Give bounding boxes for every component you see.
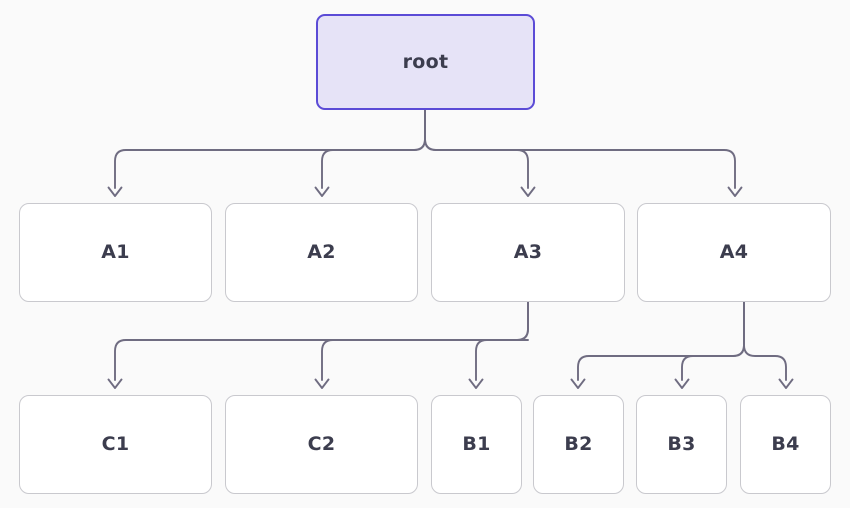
node-b2[interactable]: B2 (533, 395, 624, 494)
edge-root-to-A2 (321, 109, 426, 189)
node-c1[interactable]: C1 (19, 395, 212, 494)
node-b4[interactable]: B4 (740, 395, 831, 494)
node-label-a2: A2 (307, 241, 336, 263)
arrowhead-C2 (314, 378, 330, 389)
arrowhead-B2 (570, 378, 586, 389)
arrowhead-B1 (468, 378, 484, 389)
node-a4[interactable]: A4 (637, 203, 831, 302)
edge-A4-to-B4 (743, 301, 787, 381)
edge-root-to-A3 (424, 109, 529, 189)
node-label-b1: B1 (462, 433, 491, 455)
arrowhead-A3 (520, 186, 536, 197)
node-a3[interactable]: A3 (431, 203, 625, 302)
node-label-b4: B4 (771, 433, 800, 455)
node-label-c2: C2 (307, 433, 336, 455)
edge-A4-to-B3 (681, 301, 745, 381)
node-c2[interactable]: C2 (225, 395, 418, 494)
node-b3[interactable]: B3 (636, 395, 727, 494)
node-label-a4: A4 (719, 241, 749, 263)
node-a1[interactable]: A1 (19, 203, 212, 302)
node-label-root: root (402, 50, 449, 73)
arrowhead-C1 (107, 378, 123, 389)
edge-A3-to-C2 (321, 301, 529, 381)
arrowhead-A2 (314, 186, 330, 197)
edge-A3-to-C1 (114, 301, 529, 381)
edge-A4-to-B2 (577, 301, 745, 381)
arrowhead-B3 (674, 378, 690, 389)
node-label-a3: A3 (513, 241, 543, 263)
node-root[interactable]: root (316, 14, 535, 110)
node-label-c1: C1 (101, 433, 130, 455)
node-label-b3: B3 (667, 433, 696, 455)
arrowhead-A4 (727, 186, 743, 197)
node-label-a1: A1 (101, 241, 130, 263)
edge-root-to-A4 (424, 109, 736, 189)
node-a2[interactable]: A2 (225, 203, 418, 302)
edge-A3-to-B1 (475, 339, 529, 381)
arrowhead-A1 (107, 186, 123, 197)
node-b1[interactable]: B1 (431, 395, 522, 494)
node-label-b2: B2 (564, 433, 593, 455)
arrowhead-B4 (778, 378, 794, 389)
edge-root-to-A1 (114, 109, 426, 189)
